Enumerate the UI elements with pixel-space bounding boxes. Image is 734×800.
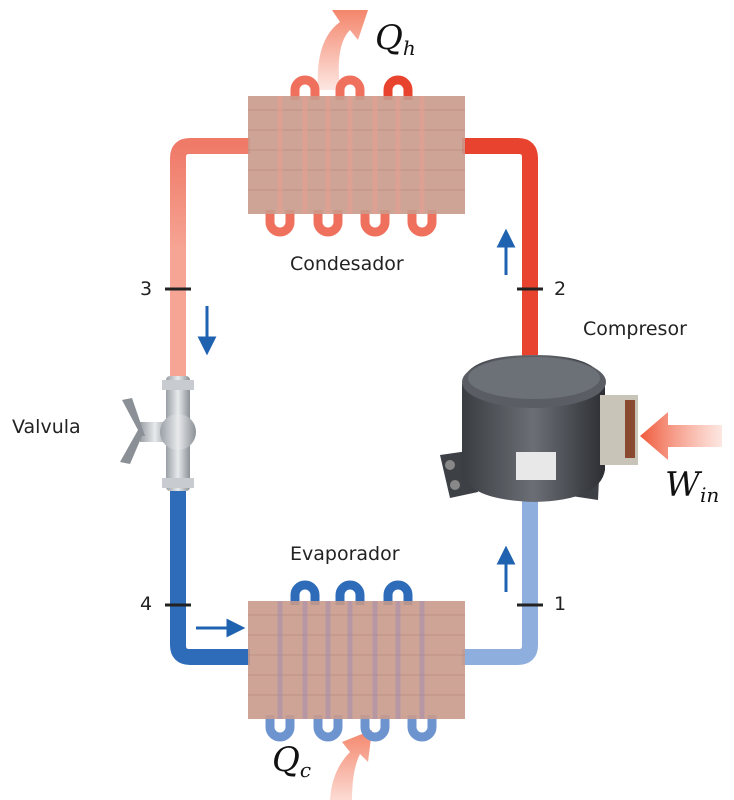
flow-arrow-up-top [496, 228, 516, 275]
heat-absorbed-label: Qc [272, 740, 312, 782]
hot-pipe-right [462, 138, 538, 370]
expansion-valve [120, 376, 196, 491]
hot-pipe-left [170, 138, 250, 380]
evaporator-coils [265, 580, 437, 742]
state-4-label: 4 [140, 593, 153, 615]
heat-out-arrow [317, 10, 368, 90]
evaporator-body [248, 601, 465, 719]
valve-label: Valvula [12, 416, 81, 438]
condenser-body [248, 96, 465, 214]
state-2-label: 2 [554, 278, 567, 300]
heat-in-arrow [330, 730, 372, 800]
state-3-label: 3 [140, 278, 153, 300]
heat-rejected-label: Qh [375, 18, 416, 60]
flow-arrow-right [196, 618, 246, 638]
compressor [440, 355, 638, 502]
work-in-arrow [640, 412, 722, 460]
condenser-label: Condesador [290, 253, 404, 275]
flow-arrow-down [197, 306, 217, 356]
flow-arrow-up-bottom [496, 545, 516, 592]
cool-pipe-right [462, 495, 538, 665]
work-input-label: Win [665, 465, 720, 507]
evaporator-label: Evaporador [290, 543, 400, 565]
cold-pipe-left [170, 485, 250, 665]
state-1-label: 1 [554, 593, 567, 615]
condenser-coils [265, 75, 437, 237]
compressor-label: Compresor [583, 318, 687, 340]
